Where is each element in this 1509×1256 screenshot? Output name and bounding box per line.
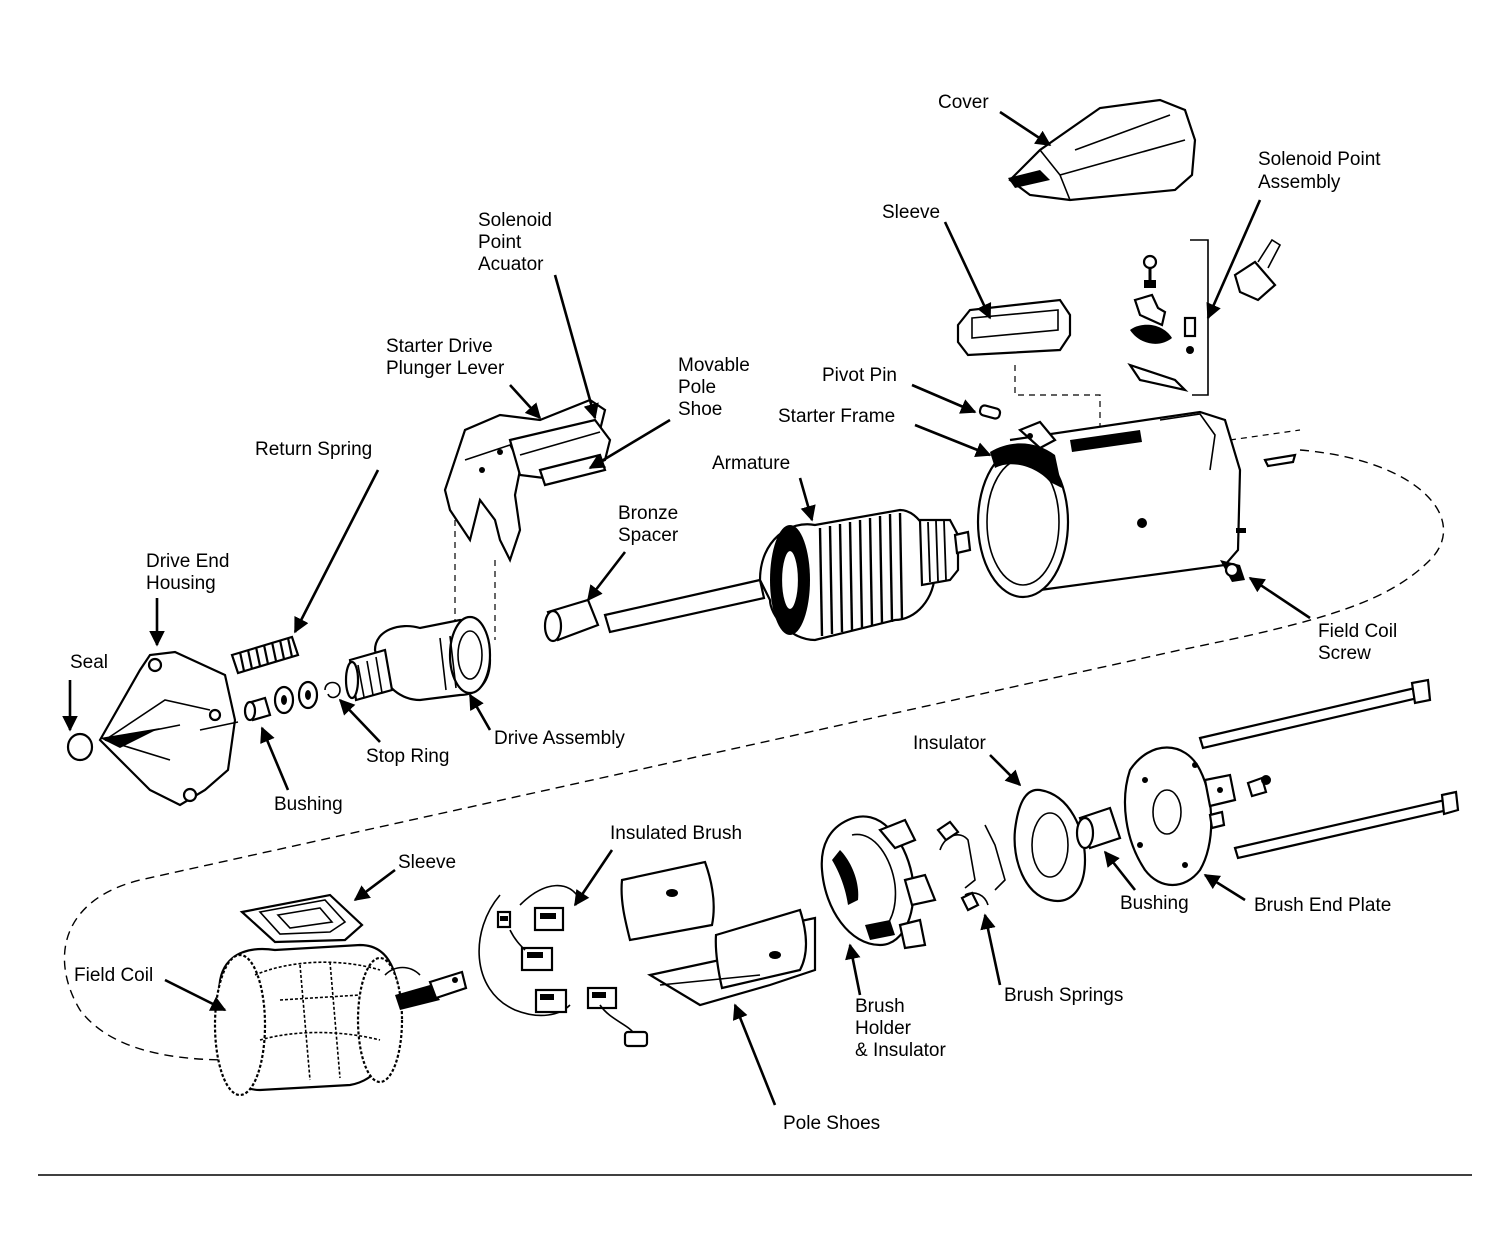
brush-holder-part: [820, 815, 937, 950]
label-plunger-lever-line1: Starter Drive: [386, 336, 493, 357]
insulated-brush-part: [478, 884, 649, 1048]
label-insulated-brush: Insulated Brush: [610, 823, 742, 844]
callout-arrows: [62, 110, 1311, 1106]
brush-end-plate-part: [1123, 746, 1237, 886]
through-bolts-part: [1198, 678, 1460, 860]
label-field-coil-screw-line1: Field Coil: [1318, 621, 1397, 642]
label-solenoid-point-acuator-line2: Point: [478, 232, 522, 253]
label-solenoid-point-acuator-line3: Acuator: [478, 254, 544, 275]
armature-part: [603, 508, 972, 642]
drive-end-housing-part: [98, 650, 239, 807]
label-drive-end-housing-line1: Drive End: [146, 551, 229, 572]
label-solenoid-point-acuator-line1: Solenoid: [478, 210, 552, 231]
label-field-coil: Field Coil: [74, 965, 153, 986]
brush-springs-part: [936, 820, 1006, 912]
label-pivot-pin: Pivot Pin: [822, 365, 897, 386]
label-sleeve-top: Sleeve: [882, 202, 940, 223]
label-armature: Armature: [712, 453, 790, 474]
return-spring-part: [230, 635, 300, 675]
bushing-rear-part: [1075, 806, 1122, 850]
label-bronze-spacer-line2: Spacer: [618, 525, 679, 546]
label-drive-assembly: Drive Assembly: [494, 728, 625, 749]
bronze-spacer-part: [543, 598, 600, 643]
label-solenoid-point-assembly-line1: Solenoid Point: [1258, 149, 1381, 170]
label-stop-ring: Stop Ring: [366, 746, 449, 767]
label-brush-holder-line1: Brush: [855, 996, 905, 1017]
label-sleeve-bottom: Sleeve: [398, 852, 456, 873]
label-solenoid-point-assembly-line2: Assembly: [1258, 172, 1341, 193]
label-brush-springs: Brush Springs: [1004, 985, 1123, 1006]
stop-ring-part: [324, 681, 341, 699]
label-bushing-rear: Bushing: [1120, 893, 1189, 914]
label-movable-pole-shoe-line1: Movable: [678, 355, 750, 376]
labels: Cover Solenoid Point Assembly Sleeve Sol…: [70, 92, 1397, 1134]
pivot-pin-part: [978, 404, 1002, 420]
label-bushing-front: Bushing: [274, 794, 343, 815]
label-brush-end-plate: Brush End Plate: [1254, 895, 1391, 916]
drive-assembly-part: [344, 615, 492, 702]
bushing-front-part: [243, 696, 272, 722]
seal-part: [66, 732, 94, 762]
label-plunger-lever-line2: Plunger Lever: [386, 358, 505, 379]
starter-frame-part: [976, 410, 1297, 599]
label-movable-pole-shoe-line3: Shoe: [678, 399, 722, 420]
plunger-lever-part: [443, 398, 612, 563]
label-cover: Cover: [938, 92, 989, 113]
solenoid-point-assembly-part: [1127, 238, 1282, 396]
field-coil-screw-part: [1220, 560, 1245, 582]
washers-part: [273, 680, 319, 715]
label-drive-end-housing-line2: Housing: [146, 573, 216, 594]
sleeve-top-part: [956, 298, 1072, 357]
insulator-part: [1013, 788, 1087, 903]
label-insulator: Insulator: [913, 733, 987, 754]
label-brush-holder-line2: Holder: [855, 1018, 912, 1039]
label-field-coil-screw-line2: Screw: [1318, 643, 1371, 664]
sleeve-bottom-part: [239, 893, 364, 944]
label-bronze-spacer-line1: Bronze: [618, 503, 678, 524]
field-coil-part: [213, 943, 468, 1097]
pole-shoes-part: [620, 860, 817, 1007]
cover-part: [1008, 98, 1197, 202]
label-pole-shoes: Pole Shoes: [783, 1113, 880, 1134]
label-seal: Seal: [70, 652, 108, 673]
label-return-spring: Return Spring: [255, 439, 372, 460]
label-starter-frame: Starter Frame: [778, 406, 895, 427]
label-movable-pole-shoe-line2: Pole: [678, 377, 716, 398]
label-brush-holder-line3: & Insulator: [855, 1040, 946, 1061]
